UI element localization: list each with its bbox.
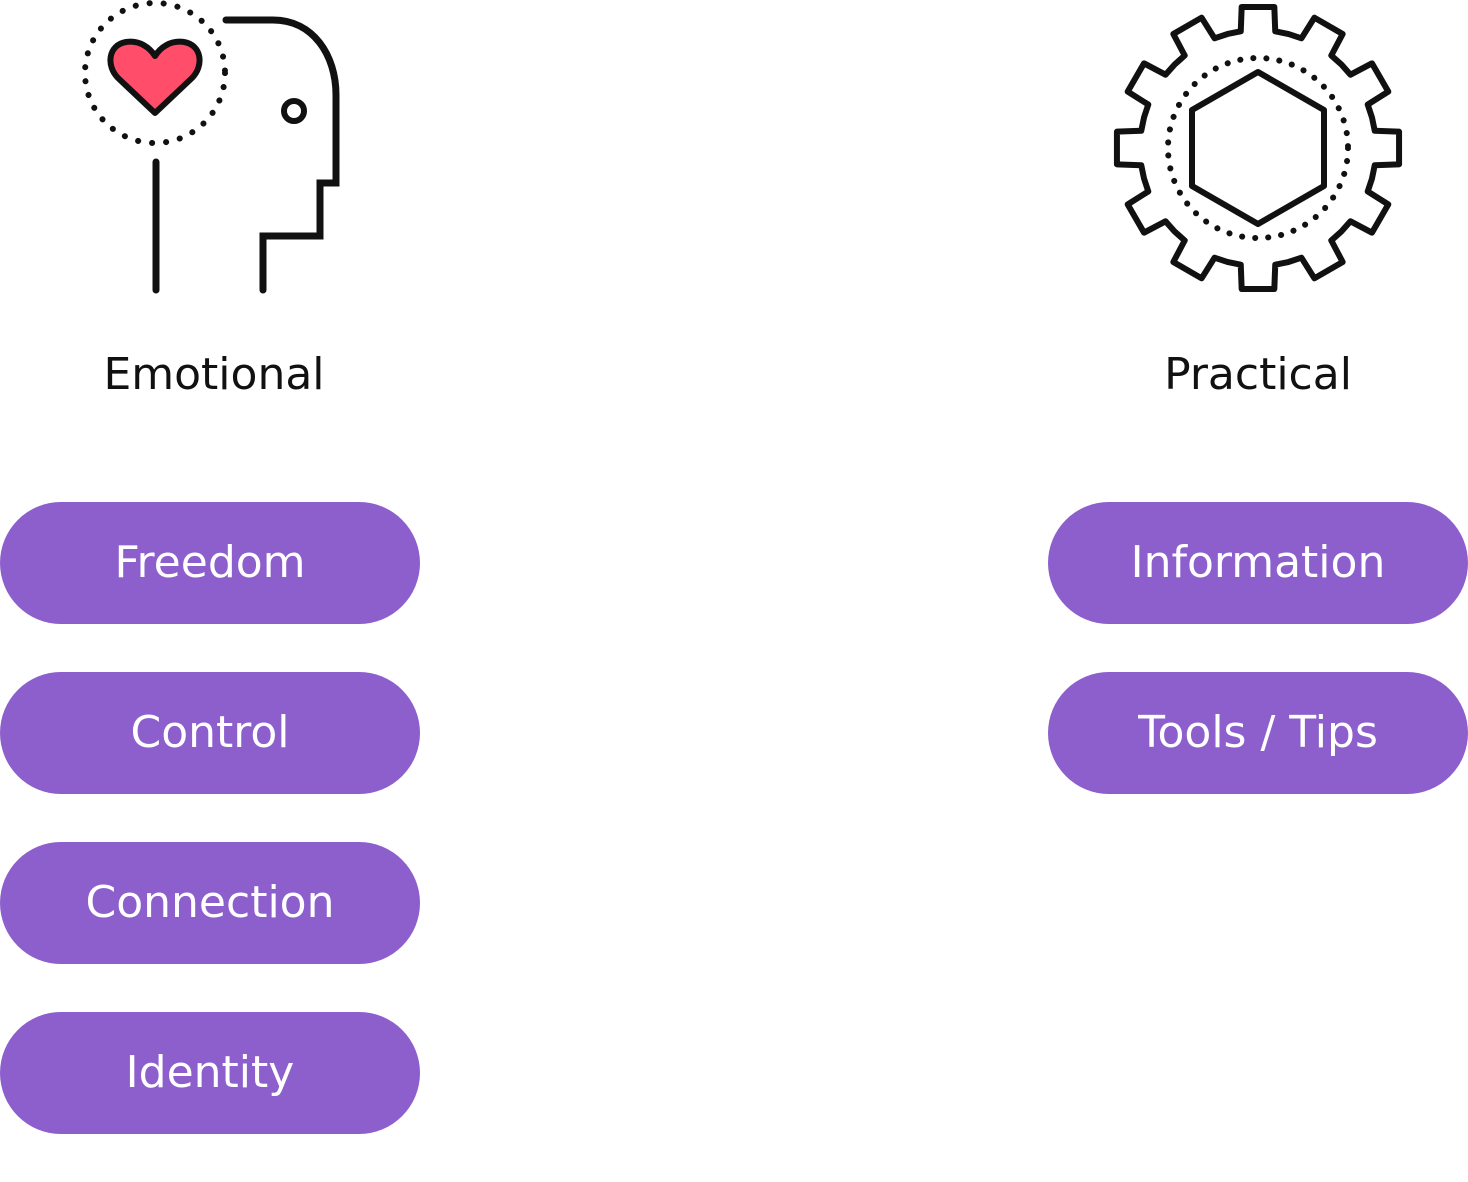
gear-hexagon-icon xyxy=(1110,0,1406,300)
emotional-heading: Emotional xyxy=(103,349,325,400)
practical-heading: Practical xyxy=(1164,349,1352,400)
practical-item-tools-tips[interactable]: Tools / Tips xyxy=(1048,672,1468,794)
emotional-item-identity[interactable]: Identity xyxy=(0,1012,420,1134)
emotional-item-control[interactable]: Control xyxy=(0,672,420,794)
emotional-list: Freedom Control Connection Identity xyxy=(0,502,420,1182)
practical-list: Information Tools / Tips xyxy=(1048,502,1468,842)
head-heart-icon xyxy=(78,0,348,304)
practical-item-information[interactable]: Information xyxy=(1048,502,1468,624)
emotional-item-freedom[interactable]: Freedom xyxy=(0,502,420,624)
emotional-item-connection[interactable]: Connection xyxy=(0,842,420,964)
